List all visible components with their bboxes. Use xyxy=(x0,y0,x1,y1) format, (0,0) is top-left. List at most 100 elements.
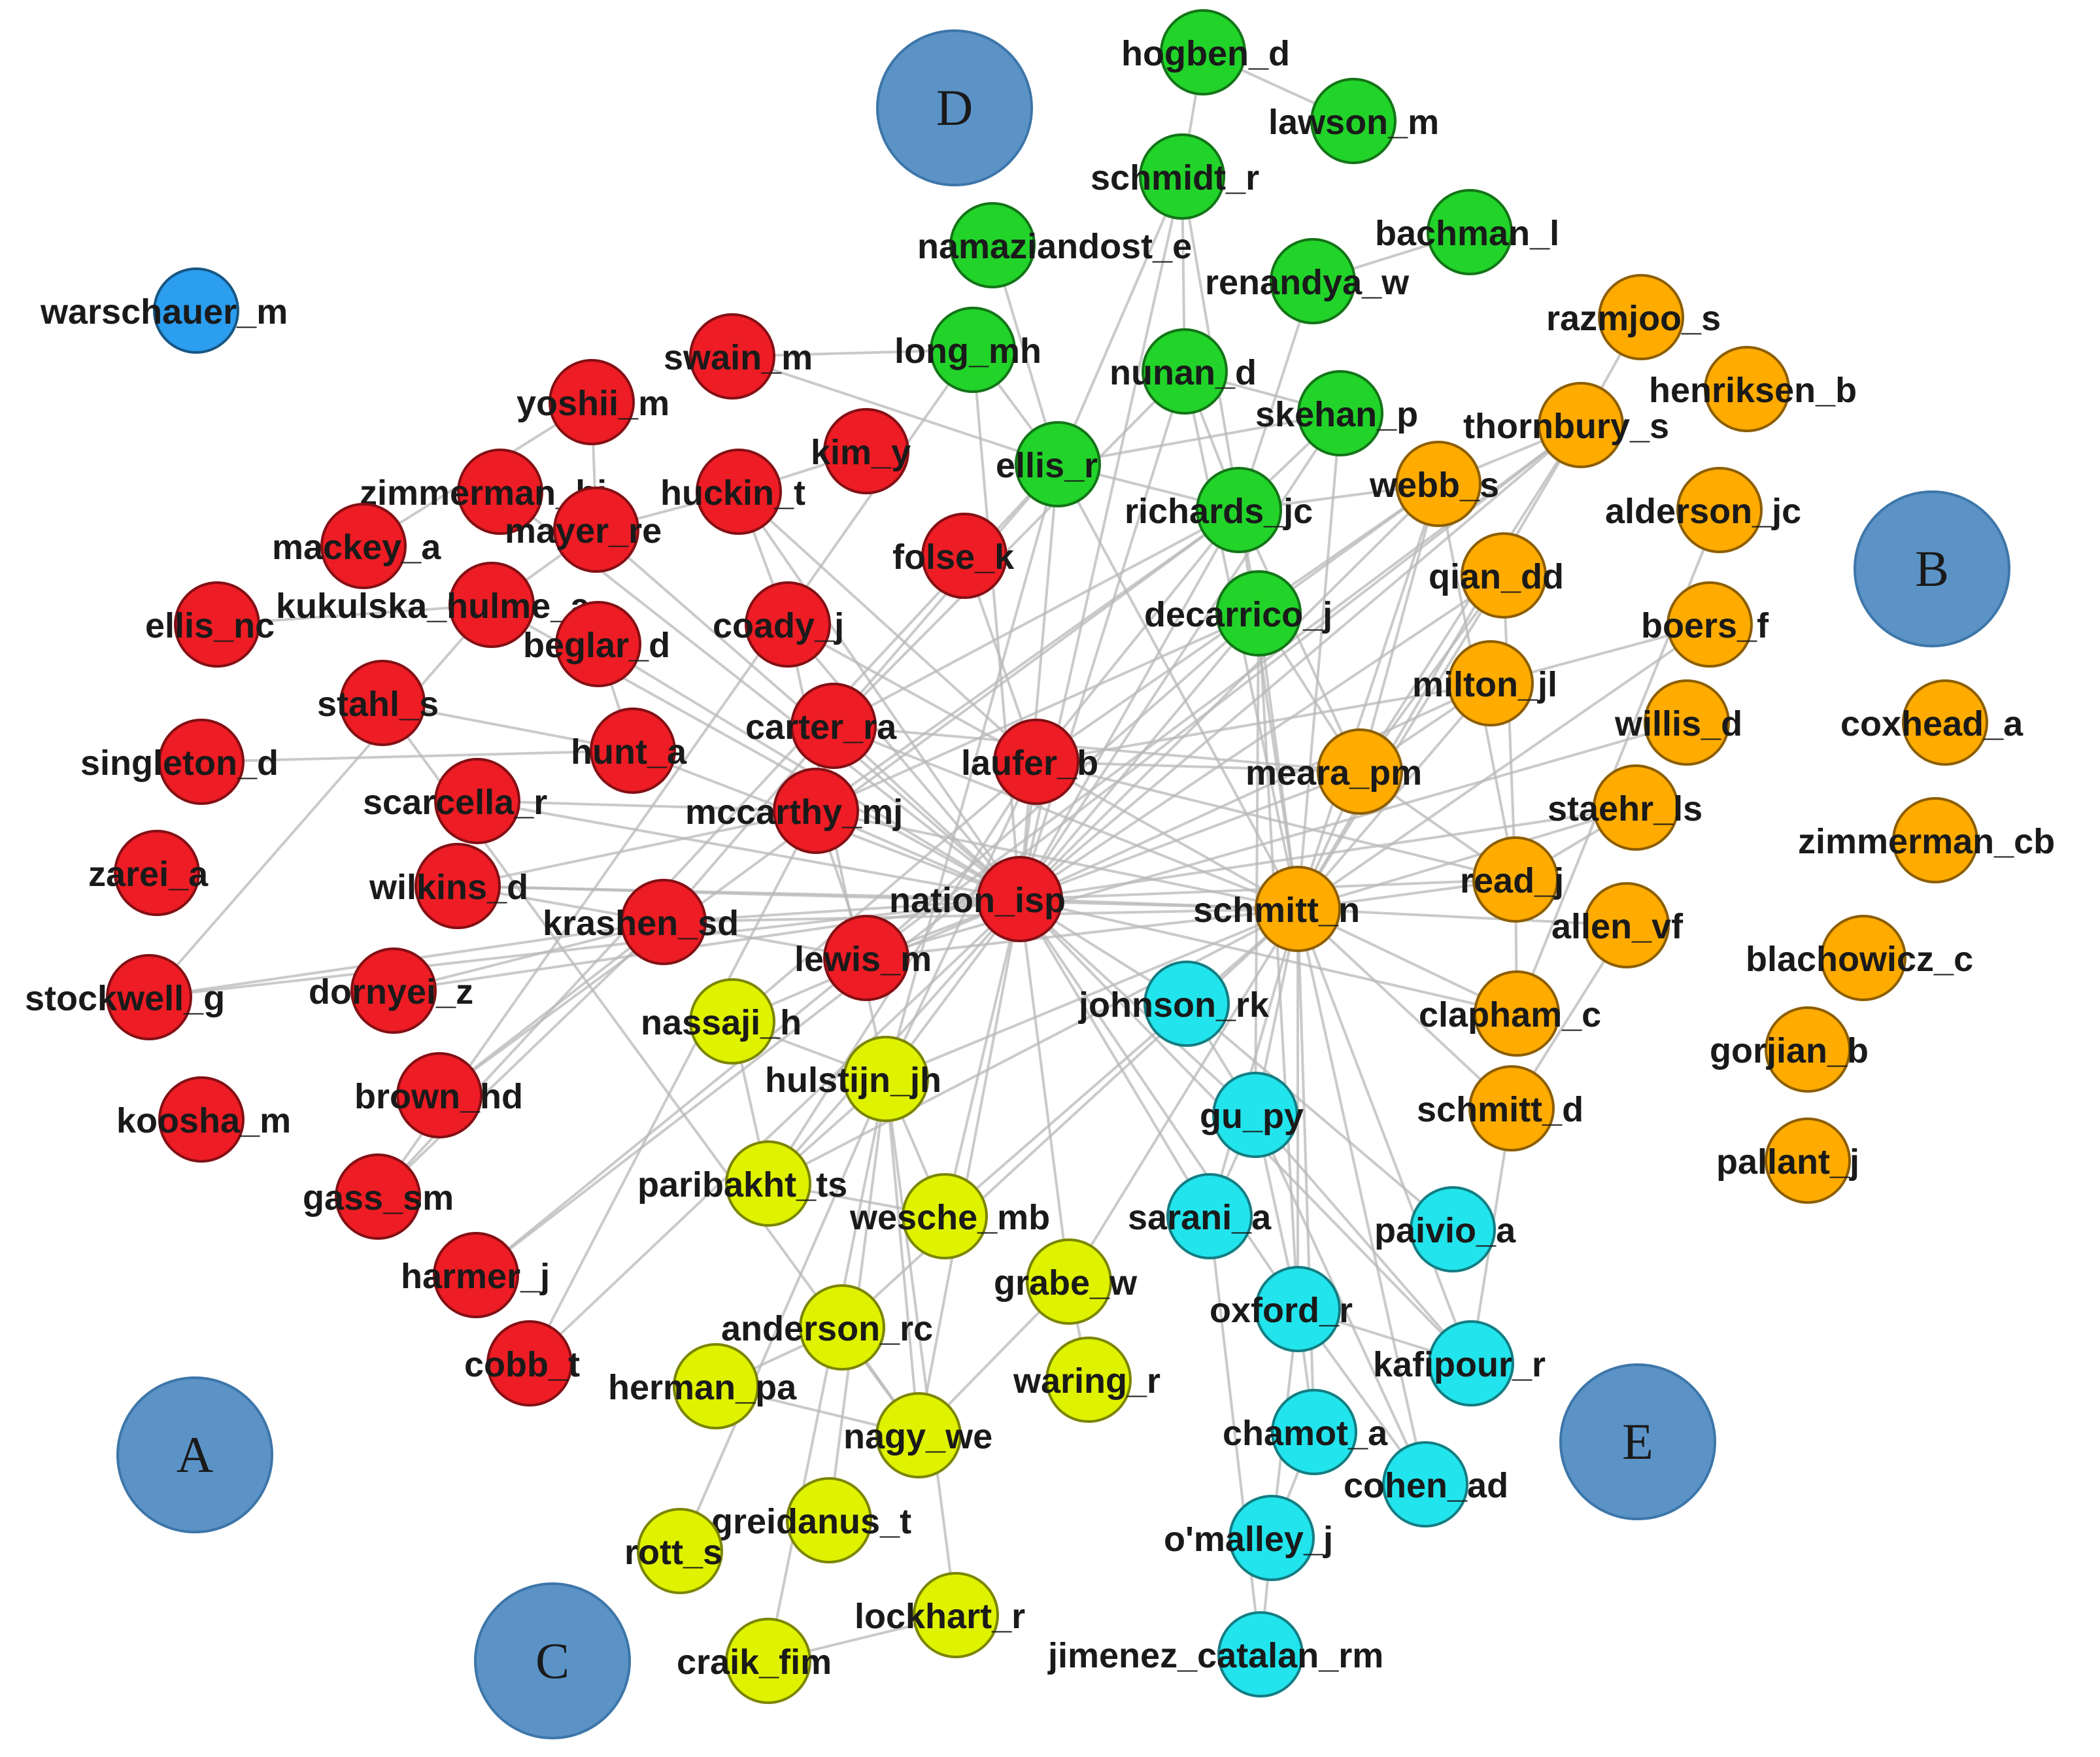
node-pallant_j: pallant_j xyxy=(1716,1117,1859,1204)
node-label: schmitt_n xyxy=(1193,891,1360,930)
node-zimmerman_cb: zimmerman_cb xyxy=(1798,797,2055,883)
edge-krashen_sd-dornyei_z xyxy=(393,921,664,992)
node-label: alderson_jc xyxy=(1605,492,1801,531)
edge-richards_jc-carter_ra xyxy=(833,509,1240,727)
node-harmer_j: harmer_j xyxy=(401,1232,550,1318)
node-circle xyxy=(1015,421,1101,507)
node-label: hogben_d xyxy=(1121,34,1290,73)
node-coxhead_a: coxhead_a xyxy=(1840,679,2024,766)
node-label: o'malley_j xyxy=(1164,1520,1333,1559)
node-circle xyxy=(350,947,437,1034)
edge-ellis_r-skehan_p xyxy=(1057,412,1341,466)
node-label: clapham_c xyxy=(1419,995,1601,1034)
edge-decarrico_j-gu_py xyxy=(1254,613,1260,1116)
node-gass_sm: gass_sm xyxy=(303,1153,454,1240)
node-zarei_a: zarei_a xyxy=(88,830,209,916)
node-label: craik_fim xyxy=(677,1643,832,1682)
edge-nation_isp-oxford_r xyxy=(1019,898,1299,1310)
node-bachman_l: bachman_l xyxy=(1375,189,1559,275)
node-label: wesche_mb xyxy=(849,1198,1050,1237)
node-razmjoo_s: razmjoo_s xyxy=(1546,274,1721,360)
node-circle xyxy=(449,562,535,648)
edge-nation_isp-meara_pm xyxy=(1019,770,1361,900)
node-label: thornbury_s xyxy=(1463,407,1669,446)
node-label: hulstijn_jh xyxy=(765,1061,941,1100)
node-circle xyxy=(555,601,641,687)
node-circle xyxy=(339,660,426,746)
node-circle xyxy=(1644,679,1730,766)
node-circle xyxy=(930,307,1016,393)
node-label: kim_y xyxy=(811,433,911,472)
node-circle xyxy=(1317,728,1403,815)
node-circle xyxy=(902,1173,988,1259)
node-label: qian_dd xyxy=(1429,557,1564,596)
edge-nation_isp-nagy_we xyxy=(917,898,1021,1436)
node-circle xyxy=(174,581,260,668)
node-label: krashen_sd xyxy=(543,904,739,943)
node-label: beglar_d xyxy=(523,626,670,665)
node-label: singleton_d xyxy=(80,743,279,783)
edge-schmitt_n-webb_s xyxy=(1296,483,1440,910)
node-decarrico_j: decarrico_j xyxy=(1144,570,1332,657)
node-label: read_j xyxy=(1460,861,1564,900)
node-label: scarcella_r xyxy=(363,783,547,822)
node-label: yoshii_m xyxy=(517,384,669,423)
node-label: coady_j xyxy=(713,606,844,645)
node-circle xyxy=(1902,679,1988,766)
cluster-circle xyxy=(876,29,1033,186)
edge-nation_isp-grabe_w xyxy=(1019,898,1070,1282)
node-nagy_we: nagy_we xyxy=(843,1392,992,1478)
edge-nation_isp-ellis_r xyxy=(1019,464,1059,900)
node-label: wilkins_d xyxy=(369,868,528,907)
node-circle xyxy=(320,503,407,589)
node-label: allen_vf xyxy=(1551,907,1684,946)
node-circle xyxy=(725,1140,811,1227)
node-label: harmer_j xyxy=(401,1257,550,1296)
node-label: mackey_a xyxy=(272,528,441,567)
node-oxford_r: oxford_r xyxy=(1210,1266,1353,1352)
node-label: richards_jc xyxy=(1125,492,1313,531)
edge-schmitt_n-cohen_ad xyxy=(1296,908,1427,1485)
node-label: huckin_t xyxy=(660,473,805,513)
nodes-layer: warschauer_mswain_myoshii_mkim_yzimmerma… xyxy=(25,9,2055,1704)
node-label: ellis_r xyxy=(996,446,1098,485)
node-circle xyxy=(1271,1389,1357,1475)
node-nation_isp: nation_isp xyxy=(889,856,1066,942)
edge-schmitt_n-mccarthy_mj xyxy=(815,810,1298,910)
node-omalley_j: o'malley_j xyxy=(1164,1495,1333,1581)
node-cohen_ad: cohen_ad xyxy=(1344,1441,1508,1527)
edge-nation_isp-cobb_t xyxy=(528,898,1021,1365)
node-label: sarani_a xyxy=(1128,1198,1272,1237)
node-mackey_a: mackey_a xyxy=(272,503,441,589)
node-label: gu_py xyxy=(1200,1097,1304,1136)
edge-gu_py-kafipour_r xyxy=(1254,1114,1472,1365)
node-label: skehan_p xyxy=(1255,395,1418,434)
node-circle xyxy=(1217,1611,1304,1697)
node-label: paivio_a xyxy=(1374,1211,1516,1250)
node-circle xyxy=(1160,9,1246,95)
node-circle xyxy=(1474,970,1560,1057)
node-huckin_t: huckin_t xyxy=(660,449,805,535)
node-circle xyxy=(549,359,635,445)
node-label: brown_hd xyxy=(354,1077,523,1116)
node-label: kukulska_hulme_a xyxy=(276,587,590,626)
node-schmitt_n: schmitt_n xyxy=(1193,866,1360,952)
node-circle xyxy=(1143,961,1230,1047)
edge-nation_isp-sarani_a xyxy=(1019,898,1211,1218)
node-circle xyxy=(1765,1006,1851,1093)
node-label: johnson_rk xyxy=(1078,985,1270,1025)
node-circle xyxy=(799,1284,885,1371)
edge-schmitt_n-sarani_a xyxy=(1208,908,1299,1217)
edge-nation_isp-scarcella_r xyxy=(477,800,1021,900)
node-label: rott_s xyxy=(624,1533,722,1572)
edge-laufer_b-meara_pm xyxy=(1036,760,1361,773)
node-stockwell_g: stockwell_g xyxy=(25,954,225,1040)
node-label: cohen_ad xyxy=(1344,1466,1508,1505)
node-warschauer_m: warschauer_m xyxy=(40,267,288,354)
node-circle xyxy=(1593,764,1679,851)
node-label: nation_isp xyxy=(889,881,1066,920)
node-lawson_m: lawson_m xyxy=(1268,78,1439,164)
cluster-circle xyxy=(474,1582,631,1739)
edge-kukulska_hulme_a-ellis_nc xyxy=(216,604,492,626)
